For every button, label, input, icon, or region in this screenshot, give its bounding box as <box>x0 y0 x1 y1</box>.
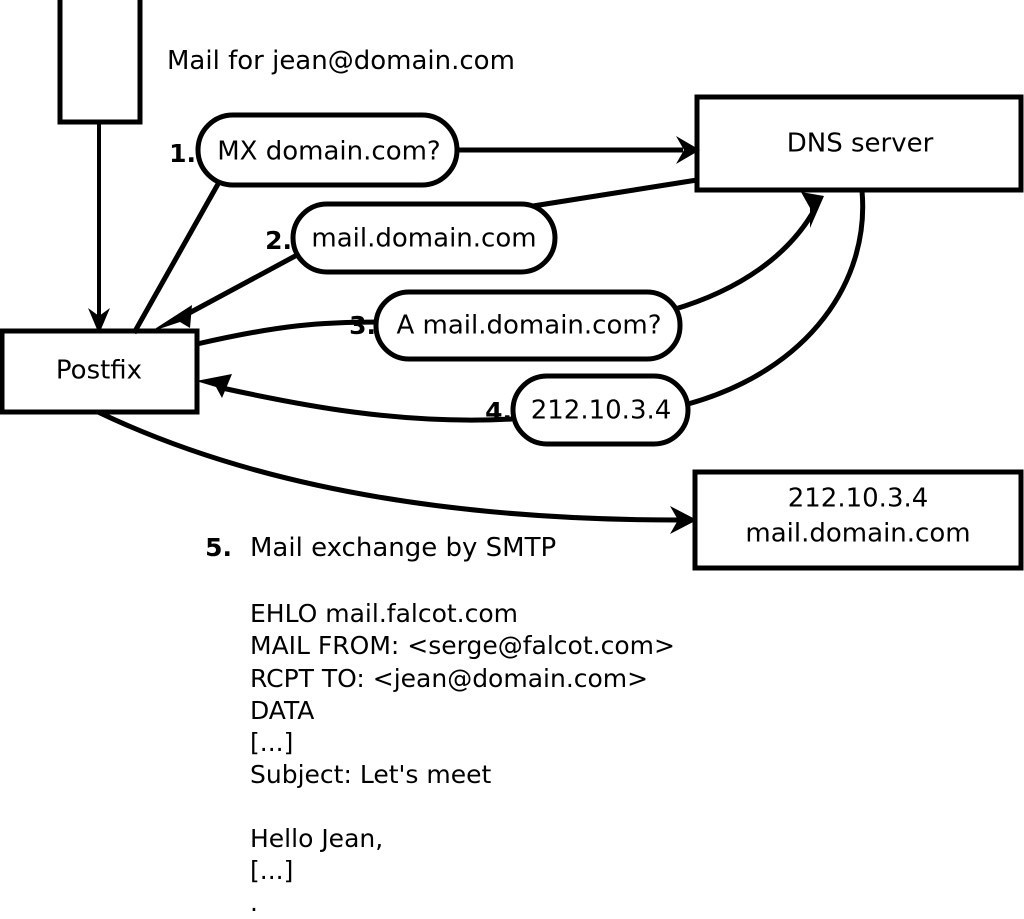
connector-dns-to-step4 <box>687 190 866 407</box>
arrowhead-postfix-to-target-host <box>670 506 697 534</box>
arrowhead-step1-to-dns <box>676 136 700 164</box>
connector-step2-to-postfix <box>178 252 299 321</box>
smtp-line-3: DATA <box>250 696 314 725</box>
bubble-step-4-label: 212.10.3.4 <box>531 396 672 426</box>
node-dns-server-label: DNS server <box>787 129 934 159</box>
node-target-host-line1: 212.10.3.4 <box>788 484 929 514</box>
connector-step1-leader-postfix <box>131 182 221 335</box>
connector-step3-to-dns <box>671 205 819 313</box>
smtp-line-1: MAIL FROM: <serge@falcot.com> <box>250 631 675 660</box>
arrowhead-step3-to-dns <box>801 192 824 228</box>
connector-postfix-to-target-host <box>96 409 679 523</box>
connector-dns-to-step2 <box>532 177 698 209</box>
smtp-line-4: [...] <box>250 728 293 757</box>
bubble-step-3-label: A mail.domain.com? <box>397 311 662 341</box>
arrowhead-step2-to-postfix <box>150 305 192 332</box>
connector-step4-to-postfix <box>221 385 513 423</box>
arrowhead-step4-to-postfix <box>196 374 232 398</box>
headline-mail-for: Mail for jean@domain.com <box>167 46 515 76</box>
bubble-step-2 <box>290 201 558 275</box>
node-target-host-line2: mail.domain.com <box>745 519 970 549</box>
smtp-line-2: RCPT TO: <jean@domain.com> <box>250 664 648 693</box>
smtp-line-8: [...] <box>250 856 293 885</box>
smtp-line-7: Hello Jean, <box>250 824 383 853</box>
step-number-4: 4. <box>485 397 512 426</box>
smtp-line-0: EHLO mail.falcot.com <box>250 599 518 628</box>
arrowhead-sender-to-postfix <box>88 308 110 334</box>
node-sender-box <box>57 0 143 125</box>
step-number-2: 2. <box>265 226 292 255</box>
step-number-1: 1. <box>169 139 196 168</box>
smtp-transcript: EHLO mail.falcot.com MAIL FROM: <serge@f… <box>250 599 675 917</box>
smtp-line-5: Subject: Let's meet <box>250 760 491 789</box>
bubble-step-4 <box>510 373 691 447</box>
connector-postfix-to-step3 <box>196 319 382 347</box>
smtp-line-10: . <box>250 888 258 917</box>
bubble-step-1-label: MX domain.com? <box>217 137 440 167</box>
bubble-step-2-label: mail.domain.com <box>311 224 536 254</box>
step-number-5: 5. <box>205 533 232 562</box>
node-dns-server <box>694 94 1024 193</box>
node-postfix <box>0 328 200 415</box>
bubble-step-1 <box>195 112 460 188</box>
node-postfix-label: Postfix <box>56 356 142 386</box>
bubble-step-3 <box>373 289 683 362</box>
step-number-3: 3. <box>349 311 376 340</box>
step-5-caption: Mail exchange by SMTP <box>250 533 556 563</box>
